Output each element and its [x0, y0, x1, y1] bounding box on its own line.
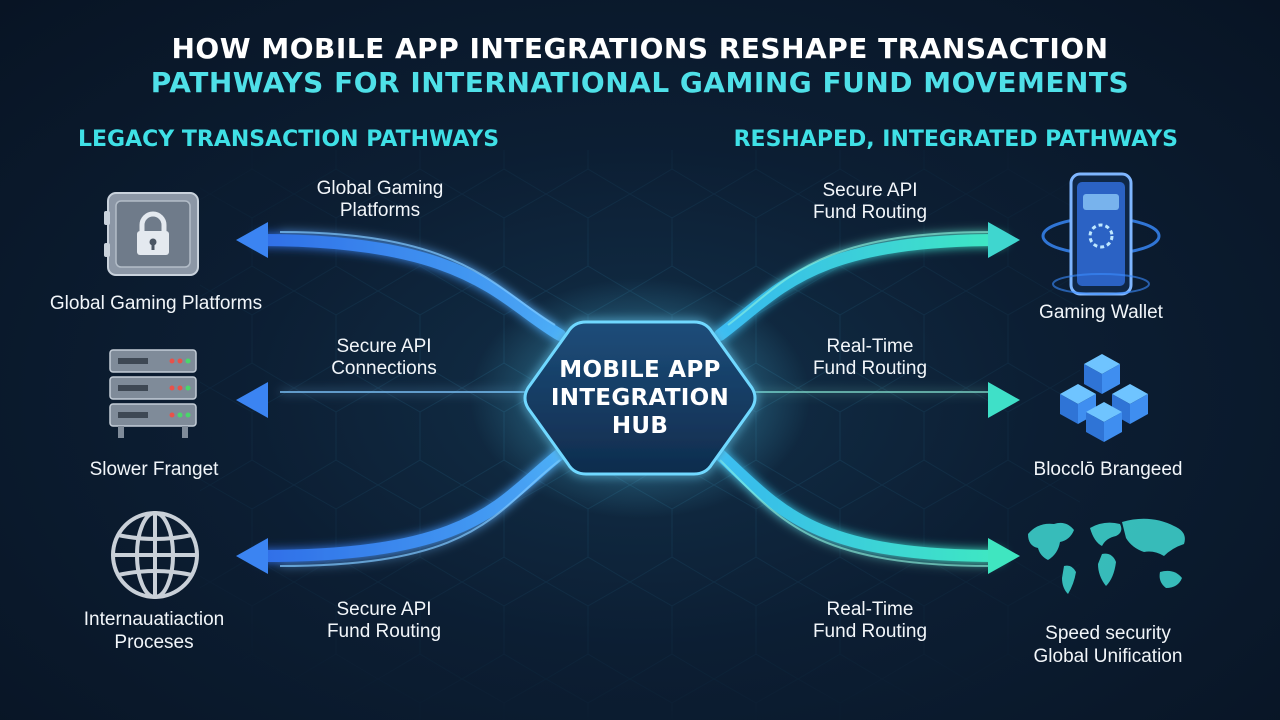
reshaped-item-label-1: Gaming Wallet [1039, 302, 1163, 323]
legacy-path-label-3: Secure API Fund Routing [254, 599, 514, 643]
reshaped-path-label-1-line2: Fund Routing [812, 202, 928, 223]
legacy-item-label-2: Slower Franget [89, 459, 219, 480]
legacy-item-label-3-line1: Internauatiaction [83, 609, 225, 630]
legacy-path-label-3-line1: Secure API [336, 599, 432, 620]
legacy-path-label-2-line1: Secure API [336, 336, 432, 357]
reshaped-path-label-3: Real-Time Fund Routing [740, 599, 1000, 643]
reshaped-item-label-2: Blocclō Brangeed [1033, 459, 1183, 480]
reshaped-arrowhead-top [988, 222, 1020, 258]
legacy-item-label-3-line2: Proceses [114, 632, 194, 653]
legacy-heading: LEGACY TRANSACTION PATHWAYS [78, 127, 500, 152]
legacy-path-label-1: Global Gaming Platforms [250, 178, 510, 222]
blockchain-cubes-icon [1060, 354, 1148, 442]
reshaped-path-label-3-line2: Fund Routing [812, 621, 928, 642]
legacy-path-label-1-line1: Global Gaming [316, 178, 444, 199]
legacy-path-label-3-line2: Fund Routing [326, 621, 442, 642]
reshaped-path-label-1-line1: Secure API [822, 180, 918, 201]
reshaped-path-label-1: Secure API Fund Routing [740, 180, 1000, 224]
legacy-path-label-2-line2: Connections [331, 358, 437, 379]
reshaped-heading: RESHAPED, INTEGRATED PATHWAYS [733, 127, 1178, 152]
legacy-item-label-1: Global Gaming Platforms [49, 293, 263, 314]
smartphone-wallet-icon [1041, 172, 1161, 296]
reshaped-arrowhead-middle [988, 382, 1020, 418]
reshaped-path-label-2-line1: Real-Time [826, 336, 914, 357]
reshaped-item-label-3: Speed security Global Unification [988, 622, 1228, 668]
reshaped-path-label-2-line2: Fund Routing [812, 358, 928, 379]
hub-label-line2: INTEGRATION [550, 385, 730, 411]
globe-icon [111, 511, 199, 599]
world-map-icon [1028, 518, 1185, 594]
reshaped-item-label-3-line2: Global Unification [1033, 646, 1183, 667]
reshaped-path-label-2: Real-Time Fund Routing [740, 336, 1000, 380]
legacy-item-label-3: Internauatiaction Proceses [34, 608, 274, 654]
hub-label-line3: HUB [611, 413, 669, 439]
server-rack-icon [109, 349, 197, 438]
reshaped-item-label-3-line1: Speed security [1045, 623, 1171, 644]
reshaped-arrowhead-bottom [988, 538, 1020, 574]
legacy-arrowhead-middle [236, 382, 268, 418]
legacy-path-label-1-line2: Platforms [339, 200, 421, 221]
hub-label: MOBILE APP INTEGRATION HUB [520, 356, 760, 440]
title-line-1: HOW MOBILE APP INTEGRATIONS RESHAPE TRAN… [171, 32, 1109, 65]
legacy-arrowhead-top [236, 222, 268, 258]
hub-hexagon [523, 320, 757, 476]
hub-label-line1: MOBILE APP [559, 357, 721, 383]
title-line-2: PATHWAYS FOR INTERNATIONAL GAMING FUND M… [150, 66, 1130, 99]
legacy-arrowhead-bottom [236, 538, 268, 574]
legacy-path-label-2: Secure API Connections [254, 336, 514, 380]
reshaped-path-label-3-line1: Real-Time [826, 599, 914, 620]
vault-icon [104, 192, 199, 276]
